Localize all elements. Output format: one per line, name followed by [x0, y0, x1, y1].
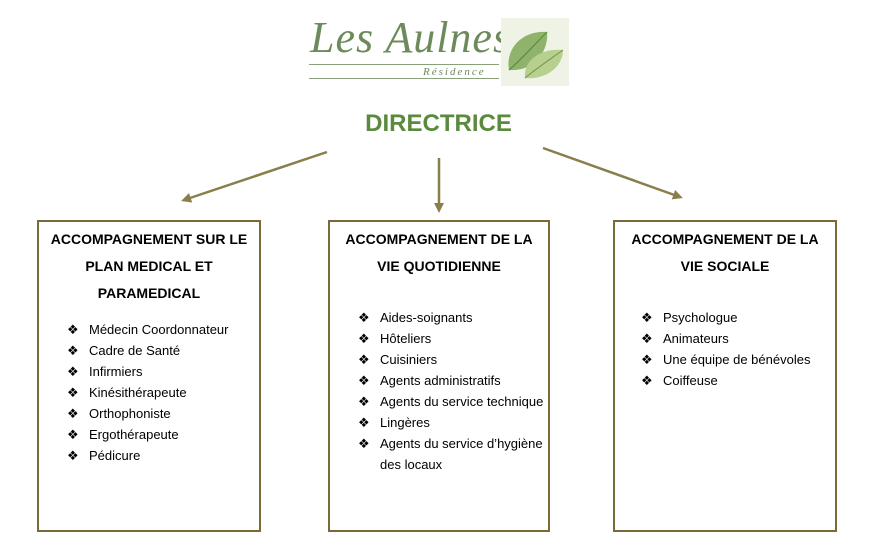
diamond-bullet-icon: ❖	[358, 331, 370, 346]
list-item: ❖Agents administratifs	[358, 370, 548, 391]
list-item: ❖Psychologue	[641, 307, 835, 328]
diamond-bullet-icon: ❖	[67, 343, 79, 358]
diamond-bullet-icon: ❖	[358, 310, 370, 325]
logo-subtitle: Résidence	[423, 66, 486, 78]
diamond-bullet-icon: ❖	[67, 406, 79, 421]
box-daily-life: ACCOMPAGNEMENT DE LA VIE QUOTIDIENNE ❖Ai…	[328, 220, 550, 532]
box-social-life: ACCOMPAGNEMENT DE LA VIE SOCIALE ❖Psycho…	[613, 220, 837, 532]
list-item: ❖Médecin Coordonnateur	[67, 319, 259, 340]
diamond-bullet-icon: ❖	[641, 373, 653, 388]
list-item: ❖Lingères	[358, 412, 548, 433]
list-item: ❖Hôteliers	[358, 328, 548, 349]
diamond-bullet-icon: ❖	[358, 373, 370, 388]
logo-name: Les Aulnes	[310, 13, 512, 62]
list-item: ❖Aides-soignants	[358, 307, 548, 328]
box-heading: ACCOMPAGNEMENT SUR LE PLAN MEDICAL ET PA…	[50, 231, 248, 301]
list-item: ❖Cuisiniers	[358, 349, 548, 370]
list-item: ❖Orthophoniste	[67, 403, 259, 424]
diamond-bullet-icon: ❖	[67, 322, 79, 337]
box-list: ❖Aides-soignants ❖Hôteliers ❖Cuisiniers …	[358, 307, 548, 475]
diamond-bullet-icon: ❖	[641, 310, 653, 325]
logo: Les Aulnes Résidence	[305, 8, 577, 86]
list-item: ❖Pédicure	[67, 445, 259, 466]
list-item: ❖Ergothérapeute	[67, 424, 259, 445]
box-heading: ACCOMPAGNEMENT DE LA VIE QUOTIDIENNE	[345, 231, 533, 274]
list-item: ❖Infirmiers	[67, 361, 259, 382]
diamond-bullet-icon: ❖	[358, 352, 370, 367]
diamond-bullet-icon: ❖	[358, 415, 370, 430]
logo-rule-bottom	[309, 78, 499, 79]
list-item: ❖Cadre de Santé	[67, 340, 259, 361]
list-item: ❖Agents du service d’hygiène des locaux	[358, 433, 548, 475]
box-list: ❖Médecin Coordonnateur ❖Cadre de Santé ❖…	[67, 319, 259, 466]
box-heading: ACCOMPAGNEMENT DE LA VIE SOCIALE	[631, 231, 819, 274]
diamond-bullet-icon: ❖	[67, 427, 79, 442]
logo-rule-top	[309, 64, 499, 65]
diamond-bullet-icon: ❖	[67, 448, 79, 463]
diamond-bullet-icon: ❖	[67, 364, 79, 379]
list-item: ❖Une équipe de bénévoles	[641, 349, 835, 370]
page-title: DIRECTRICE	[365, 110, 512, 137]
list-item: ❖Animateurs	[641, 328, 835, 349]
diamond-bullet-icon: ❖	[641, 352, 653, 367]
diamond-bullet-icon: ❖	[358, 394, 370, 409]
list-item: ❖Agents du service technique	[358, 391, 548, 412]
diamond-bullet-icon: ❖	[641, 331, 653, 346]
box-list: ❖Psychologue ❖Animateurs ❖Une équipe de …	[641, 307, 835, 391]
leaf-icon	[501, 18, 569, 86]
list-item: ❖Kinésithérapeute	[67, 382, 259, 403]
arrow-left	[181, 150, 328, 203]
diamond-bullet-icon: ❖	[358, 436, 370, 451]
arrow-right	[542, 146, 683, 200]
box-medical: ACCOMPAGNEMENT SUR LE PLAN MEDICAL ET PA…	[37, 220, 261, 532]
diamond-bullet-icon: ❖	[67, 385, 79, 400]
list-item: ❖Coiffeuse	[641, 370, 835, 391]
